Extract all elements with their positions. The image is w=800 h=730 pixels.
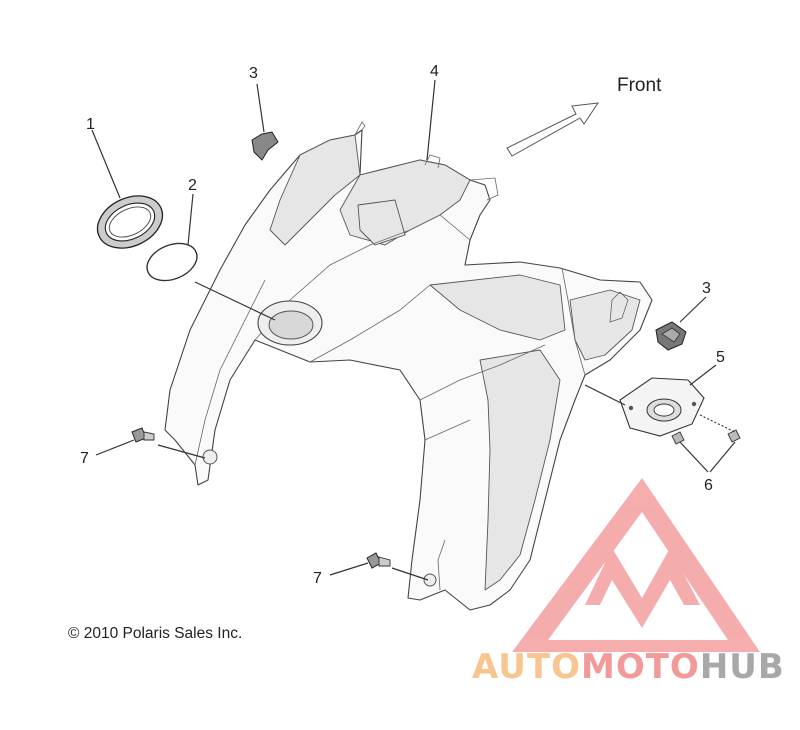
part-3-clip-right <box>655 321 687 351</box>
part-7-rivet-left <box>131 427 155 443</box>
leader-6-b <box>709 441 736 473</box>
leader-2 <box>187 193 194 246</box>
callout-4: 4 <box>430 63 439 80</box>
part-5-cover-plate <box>619 377 705 437</box>
leader-7-bottom-to-tank <box>391 567 429 581</box>
front-arrow-icon <box>506 102 600 157</box>
watermark-text: AUTOMOTOHUB <box>472 647 785 687</box>
copyright-notice: © 2010 Polaris Sales Inc. <box>68 625 242 642</box>
leader-7-left <box>95 439 135 456</box>
front-label: Front <box>617 75 662 96</box>
leader-5 <box>689 364 717 386</box>
part-7-rivet-bottom <box>366 552 391 569</box>
leader-3-top <box>256 83 265 133</box>
leader-4 <box>426 79 436 161</box>
svg-text:AUTOMOTOHUB: AUTOMOTOHUB <box>472 647 785 687</box>
part-1-seal-ring <box>96 195 164 249</box>
watermark-logo-icon <box>512 478 760 652</box>
watermark-hub: HUB <box>700 647 785 687</box>
callout-6: 6 <box>704 477 713 494</box>
part-6-screws <box>671 429 741 445</box>
leader-7-bottom <box>329 562 369 576</box>
leader-1 <box>91 129 121 199</box>
leader-5-to-tank <box>584 384 626 406</box>
callout-5: 5 <box>716 349 725 366</box>
watermark-auto: AUTO <box>472 647 581 687</box>
part-3-clip-top <box>251 131 279 161</box>
leader-3-right <box>679 296 707 323</box>
leader-6-dash <box>699 414 736 433</box>
leader-6-a <box>679 441 709 473</box>
callout-7-bottom: 7 <box>313 570 322 587</box>
fuel-tank-cover <box>164 121 653 611</box>
callout-3-right: 3 <box>702 280 711 297</box>
callout-2: 2 <box>188 177 197 194</box>
callout-1: 1 <box>86 116 95 133</box>
leader-2-to-tank <box>194 281 276 321</box>
watermark-moto: MOTO <box>581 647 700 687</box>
callout-7-left: 7 <box>80 450 89 467</box>
leader-7-left-to-tank <box>157 444 206 459</box>
callout-3-top: 3 <box>249 65 258 82</box>
part-2-o-ring <box>146 242 198 282</box>
